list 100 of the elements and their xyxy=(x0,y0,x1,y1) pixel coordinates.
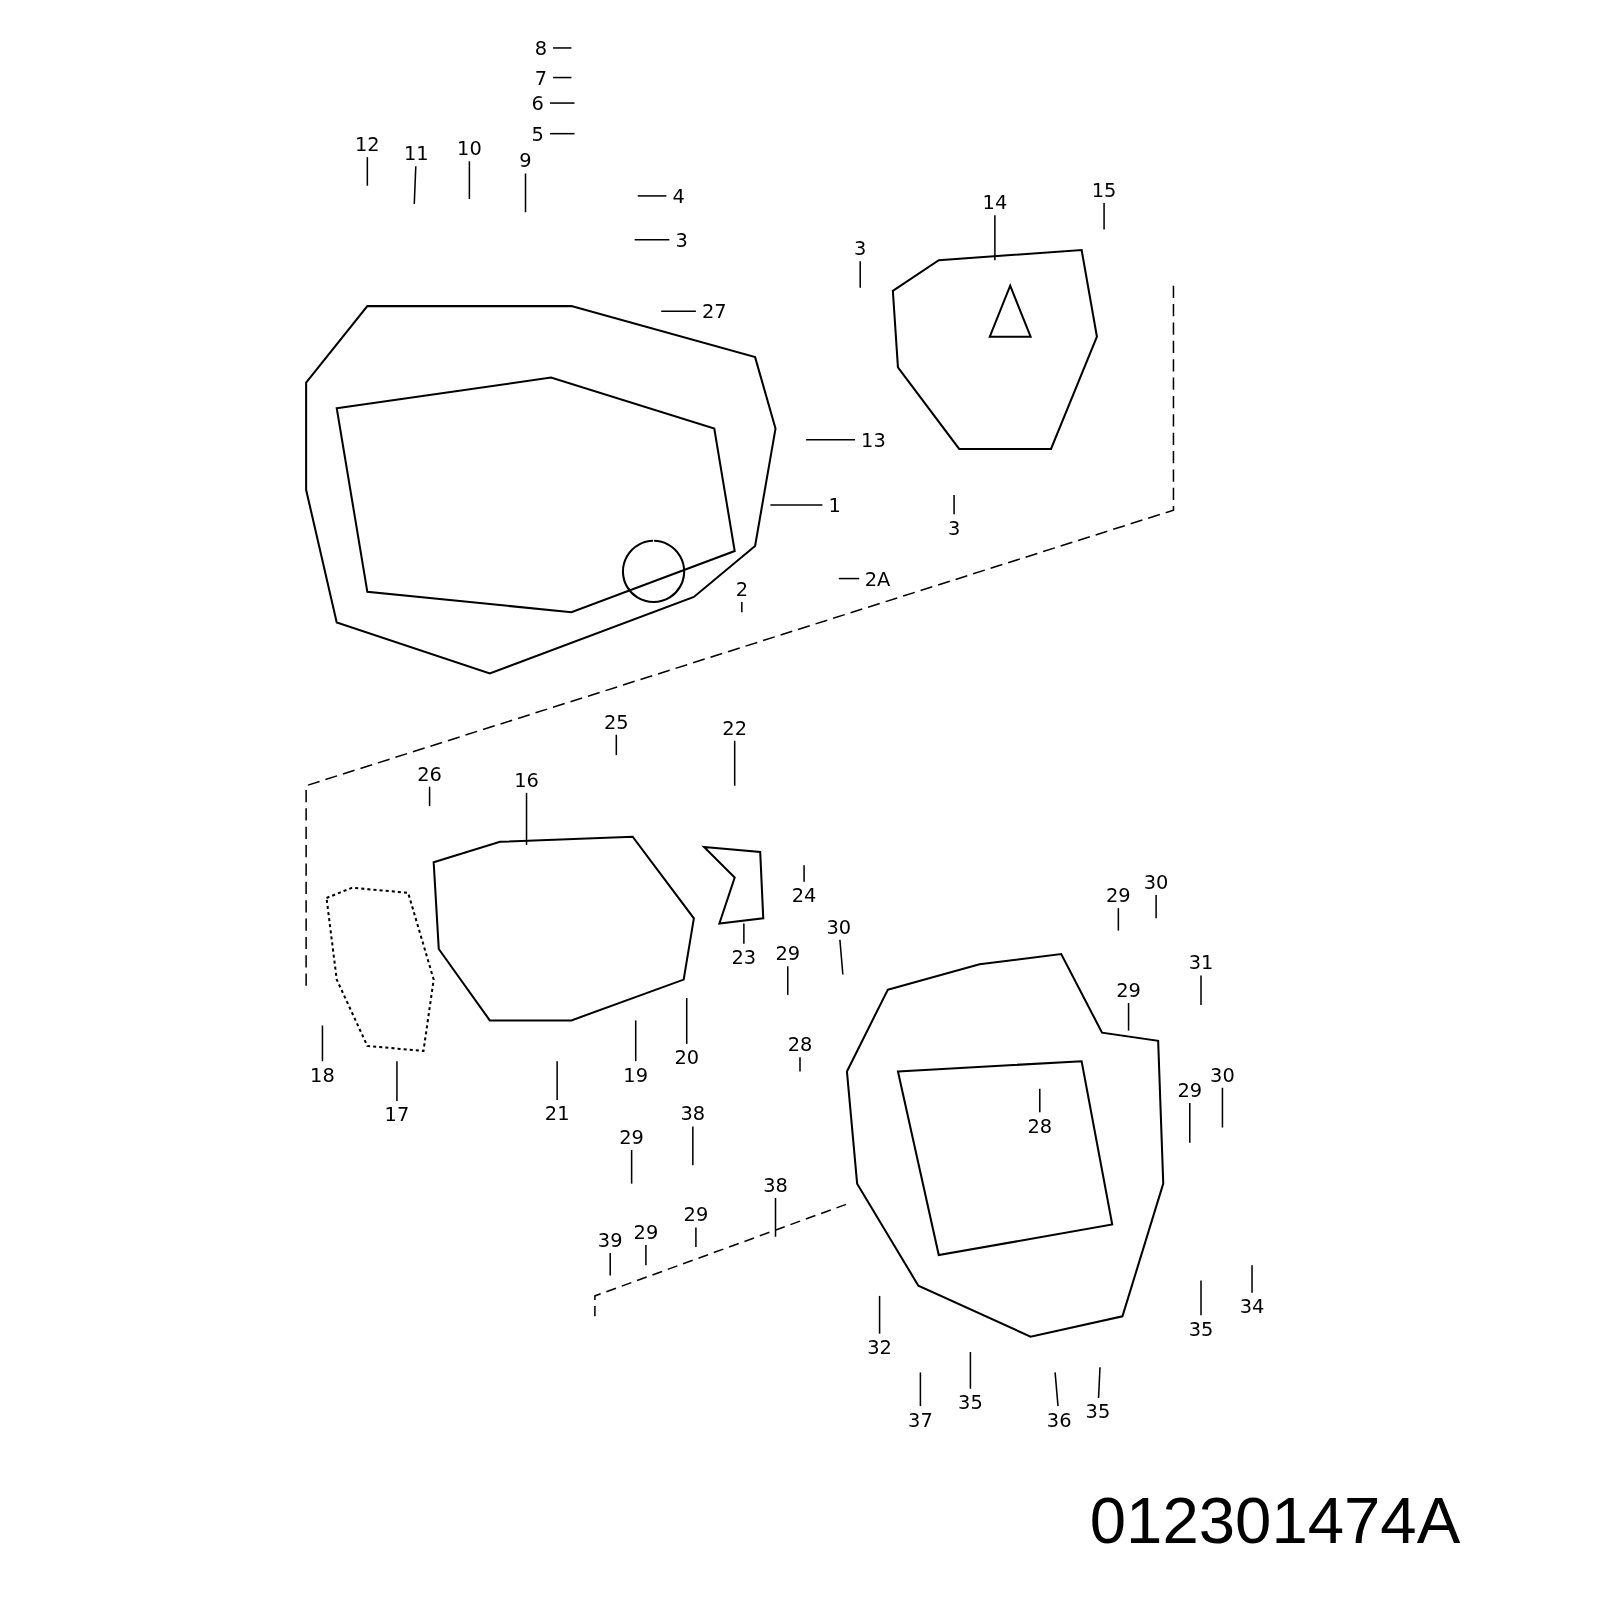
leader-line xyxy=(692,1125,694,1167)
callout-number: 29 xyxy=(775,942,801,964)
leader-line xyxy=(1200,974,1202,1006)
leader-line xyxy=(413,165,417,205)
callout-number: 35 xyxy=(958,1391,983,1413)
leader-line xyxy=(396,1060,398,1102)
callout-number: 36 xyxy=(1046,1409,1072,1430)
callout-number: 35 xyxy=(1188,1318,1214,1339)
leader-line xyxy=(1251,1264,1253,1294)
leader-line xyxy=(695,1226,697,1248)
callout-number: 1 xyxy=(828,494,841,516)
leader-line xyxy=(366,156,369,187)
callout-number: 30 xyxy=(826,916,852,937)
callout-number: 22 xyxy=(722,717,748,738)
leader-line xyxy=(1200,1279,1202,1317)
callout-number: 32 xyxy=(867,1336,892,1358)
leader-line xyxy=(321,1024,324,1062)
callout-number: 19 xyxy=(623,1064,649,1085)
callout-number: 25 xyxy=(604,711,629,732)
callout-number: 31 xyxy=(1188,952,1214,973)
leader-line xyxy=(953,494,955,516)
callout-number: 29 xyxy=(633,1221,659,1242)
leader-line xyxy=(919,1371,922,1407)
callout-number: 9 xyxy=(519,150,532,171)
leader-line xyxy=(741,601,743,613)
leader-line xyxy=(634,1019,637,1062)
leader-line xyxy=(1097,1366,1101,1399)
leader-line xyxy=(552,47,573,49)
callout-number: 13 xyxy=(861,429,886,450)
callout-number: 2A xyxy=(864,568,891,589)
leader-line xyxy=(615,733,618,756)
callout-number: 24 xyxy=(791,884,817,906)
leader-line xyxy=(969,1351,972,1390)
callout-number: 30 xyxy=(1210,1064,1235,1085)
leader-line xyxy=(428,785,431,807)
callout-number: 18 xyxy=(310,1064,335,1085)
leader-line xyxy=(774,1197,777,1238)
leader-line xyxy=(524,172,527,213)
callout-number: 10 xyxy=(457,137,482,159)
leader-line xyxy=(1189,1102,1191,1144)
callout-number: 30 xyxy=(1143,871,1169,892)
leader-line xyxy=(685,997,688,1045)
callout-number: 38 xyxy=(763,1174,788,1195)
leader-line xyxy=(633,239,671,241)
callout-number: 4 xyxy=(672,185,685,207)
callout-number: 3 xyxy=(854,237,867,259)
leader-line xyxy=(552,76,573,79)
callout-number: 29 xyxy=(1106,884,1131,906)
leader-line xyxy=(1039,1088,1041,1113)
leader-line xyxy=(743,922,745,945)
callout-number: 16 xyxy=(514,769,539,790)
callout-number: 6 xyxy=(531,92,544,114)
leader-line xyxy=(1117,907,1120,932)
callout-number: 28 xyxy=(787,1033,813,1055)
leader-line xyxy=(839,938,844,976)
callout-number: 11 xyxy=(404,142,429,164)
callout-number: 29 xyxy=(683,1204,709,1225)
callout-number: 21 xyxy=(544,1103,570,1124)
leader-line xyxy=(1155,894,1157,920)
callout-number: 26 xyxy=(417,763,442,784)
leader-line xyxy=(637,195,668,197)
leader-line xyxy=(733,740,736,787)
callout-number: 29 xyxy=(1116,979,1141,1000)
leader-line xyxy=(1127,1002,1130,1032)
leader-line xyxy=(805,439,856,441)
callout-number: 38 xyxy=(680,1103,706,1124)
leader-line xyxy=(609,1252,611,1277)
leader-line xyxy=(769,504,824,506)
leader-line xyxy=(787,965,789,996)
leader-line xyxy=(838,577,860,580)
callout-number: 37 xyxy=(908,1409,933,1430)
callout-number: 5 xyxy=(531,123,544,144)
part-number: 012301474A xyxy=(1089,1484,1461,1557)
leader-line xyxy=(1221,1087,1224,1129)
callout-number: 15 xyxy=(1091,179,1117,200)
callout-number: 28 xyxy=(1027,1115,1053,1136)
callout-number: 35 xyxy=(1085,1401,1111,1422)
leader-line xyxy=(525,792,528,846)
leader-line xyxy=(859,260,861,289)
leader-line xyxy=(803,864,805,883)
callout-number: 3 xyxy=(947,517,961,538)
leader-line xyxy=(468,160,471,200)
callout-number: 29 xyxy=(1177,1079,1203,1100)
leader-line xyxy=(556,1060,558,1101)
leader-line xyxy=(994,214,996,261)
callout-number: 8 xyxy=(534,37,547,59)
callout-number: 27 xyxy=(701,301,727,322)
callout-number: 7 xyxy=(534,67,547,88)
leader-line xyxy=(630,1149,633,1185)
leader-line xyxy=(1054,1371,1059,1407)
leader-line xyxy=(645,1244,647,1267)
callout-number: 14 xyxy=(982,191,1008,213)
leader-line xyxy=(660,310,697,312)
callout-number: 39 xyxy=(597,1229,623,1250)
callout-number: 34 xyxy=(1239,1295,1265,1317)
leader-line xyxy=(549,102,576,104)
leader-line xyxy=(799,1056,801,1073)
callout-number: 3 xyxy=(675,229,688,250)
leader-line xyxy=(1103,202,1105,231)
callout-number: 29 xyxy=(619,1126,644,1147)
